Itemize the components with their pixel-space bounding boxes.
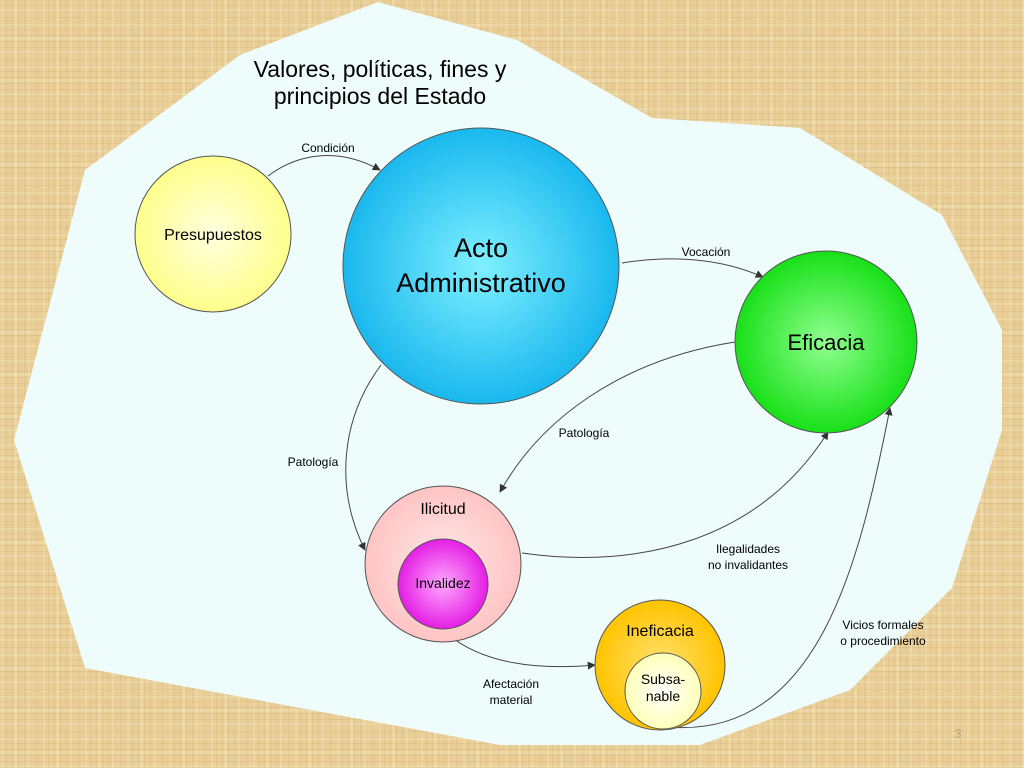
node-acto-label-line1: Acto xyxy=(454,233,508,263)
node-invalidez-label: Invalidez xyxy=(415,575,470,591)
node-eficacia-label: Eficacia xyxy=(787,330,865,355)
edge-label-afectacion-line2: material xyxy=(490,693,533,707)
edge-label-afectacion-line1: Afectación xyxy=(483,677,539,691)
edge-patologia-right xyxy=(499,341,736,493)
node-acto-administrativo xyxy=(342,127,620,405)
diagram-title-line2: principios del Estado xyxy=(274,83,486,109)
edge-condicion xyxy=(267,155,381,177)
edge-label-ilegalidades-line2: no invalidantes xyxy=(708,558,788,572)
slide-number: 3 xyxy=(954,726,961,741)
diagram-title-line1: Valores, políticas, fines y xyxy=(254,56,507,82)
node-subsanable-label-line2: nable xyxy=(646,688,680,704)
edge-label-patologia-right: Patología xyxy=(559,426,610,440)
node-acto-label-line2: Administrativo xyxy=(396,268,566,298)
edge-vocacion xyxy=(621,258,764,278)
node-invalidez xyxy=(397,538,489,630)
node-eficacia xyxy=(734,250,918,434)
edge-label-ilegalidades-line1: Ilegalidades xyxy=(716,542,780,556)
node-presupuestos xyxy=(134,155,292,313)
edge-vicios xyxy=(666,407,893,729)
node-subsanable xyxy=(624,652,702,730)
edge-label-vicios-line2: o procedimiento xyxy=(840,634,926,648)
node-ineficacia-label: Ineficacia xyxy=(626,623,694,640)
edge-label-condicion: Condición xyxy=(301,141,354,155)
node-presupuestos-label: Presupuestos xyxy=(164,227,262,244)
edge-label-vocacion: Vocación xyxy=(682,245,731,259)
edge-label-patologia-left: Patología xyxy=(288,455,339,469)
node-subsanable-label-line1: Subsa- xyxy=(641,671,686,687)
edge-patologia-left xyxy=(345,364,382,551)
edge-ilegalidades xyxy=(521,431,829,558)
node-ilicitud-label: Ilicitud xyxy=(420,501,465,518)
edge-label-vicios-line1: Vicios formales xyxy=(842,618,923,632)
